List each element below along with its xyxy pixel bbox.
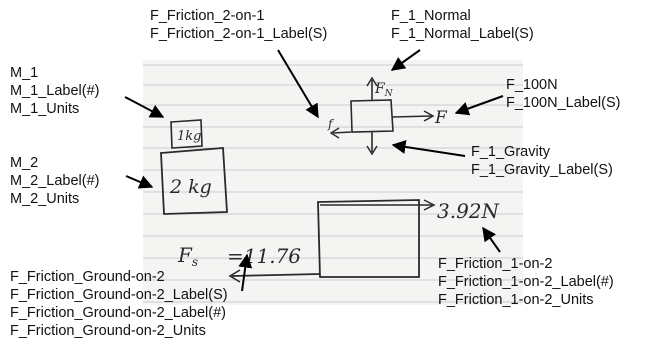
arrow-friction-ground <box>238 253 253 292</box>
label-line: M_1_Units <box>10 101 80 117</box>
fbd-block <box>350 99 394 133</box>
label-line: M_2_Units <box>10 191 80 207</box>
mass1-handwriting: 1kg <box>177 129 201 144</box>
normal-handwriting: FN <box>374 81 394 99</box>
friction-1-on-2-arrowhead <box>423 199 436 211</box>
block-1-kg <box>170 119 203 149</box>
ground-friction-vector <box>231 273 321 277</box>
result-handwriting: 3.92N <box>437 199 501 223</box>
label-line: M_1 <box>10 65 39 81</box>
label-line: F_1_Normal <box>391 8 471 24</box>
label-line: F_1_Normal_Label(S) <box>391 26 534 42</box>
notebook-paper <box>143 60 523 305</box>
label-friction-ground: F_Friction_Ground-on-2 F_Friction_Ground… <box>10 268 228 340</box>
label-line: F_Friction_2-on-1_Label(S) <box>150 26 328 42</box>
applied-arrowhead <box>423 110 435 122</box>
friction-arrowhead <box>329 127 340 139</box>
arrow-f100 <box>454 95 504 116</box>
label-line: F_100N_Label(S) <box>506 95 621 111</box>
label-line: F_100N <box>506 77 558 93</box>
label-friction-2on1: F_Friction_2-on-1 F_Friction_2-on-1_Labe… <box>150 7 327 43</box>
arrow-normal <box>390 49 421 71</box>
label-line: F_Friction_Ground-on-2_Label(#) <box>10 305 226 321</box>
gravity-arrowhead <box>366 145 378 156</box>
label-friction-1on2: F_Friction_1-on-2 F_Friction_1-on-2_Labe… <box>438 255 614 309</box>
applied-force-handwriting: F <box>434 108 448 128</box>
label-line: F_Friction_Ground-on-2_Units <box>10 323 206 339</box>
arrow-m2 <box>125 175 154 189</box>
arrow-friction-1on2 <box>482 226 501 253</box>
label-line: F_Friction_1-on-2_Units <box>438 292 594 308</box>
label-gravity: F_1_Gravity F_1_Gravity_Label(S) <box>471 143 613 179</box>
normal-arrowhead <box>366 76 378 87</box>
label-m1: M_1 M_1_Label(#) M_1_Units <box>10 64 99 118</box>
label-line: F_Friction_1-on-2_Label(#) <box>438 274 614 290</box>
notebook-photo <box>143 60 523 305</box>
label-line: F_Friction_Ground-on-2 <box>10 269 165 285</box>
fs-value-handwriting: =11.76 <box>227 244 301 268</box>
arrow-gravity <box>391 139 466 157</box>
label-normal: F_1_Normal F_1_Normal_Label(S) <box>391 7 534 43</box>
label-line: M_2 <box>10 155 39 171</box>
fs-handwriting: Fs <box>177 243 198 269</box>
label-line: F_Friction_2-on-1 <box>150 8 265 24</box>
ruled-lines <box>143 64 523 303</box>
label-line: F_Friction_1-on-2 <box>438 256 553 272</box>
arrow-friction-2on1 <box>277 49 319 119</box>
label-line: F_Friction_Ground-on-2_Label(S) <box>10 287 228 303</box>
label-m2: M_2 M_2_Label(#) M_2_Units <box>10 154 99 208</box>
arrow-m1 <box>124 96 165 118</box>
ground-friction-arrowhead <box>228 269 241 283</box>
label-line: F_1_Gravity <box>471 144 550 160</box>
mass2-handwriting: 2 kg <box>169 176 212 198</box>
lower-block <box>317 199 420 278</box>
friction-force-vector <box>332 131 352 134</box>
annotation-arrows <box>124 49 504 292</box>
label-f100: F_100N F_100N_Label(S) <box>506 76 620 112</box>
friction-handwriting: f <box>327 117 335 131</box>
label-line: M_2_Label(#) <box>10 173 100 189</box>
label-line: M_1_Label(#) <box>10 83 100 99</box>
applied-force-vector <box>391 115 433 118</box>
block-2-kg <box>160 147 228 215</box>
label-line: F_1_Gravity_Label(S) <box>471 162 613 178</box>
